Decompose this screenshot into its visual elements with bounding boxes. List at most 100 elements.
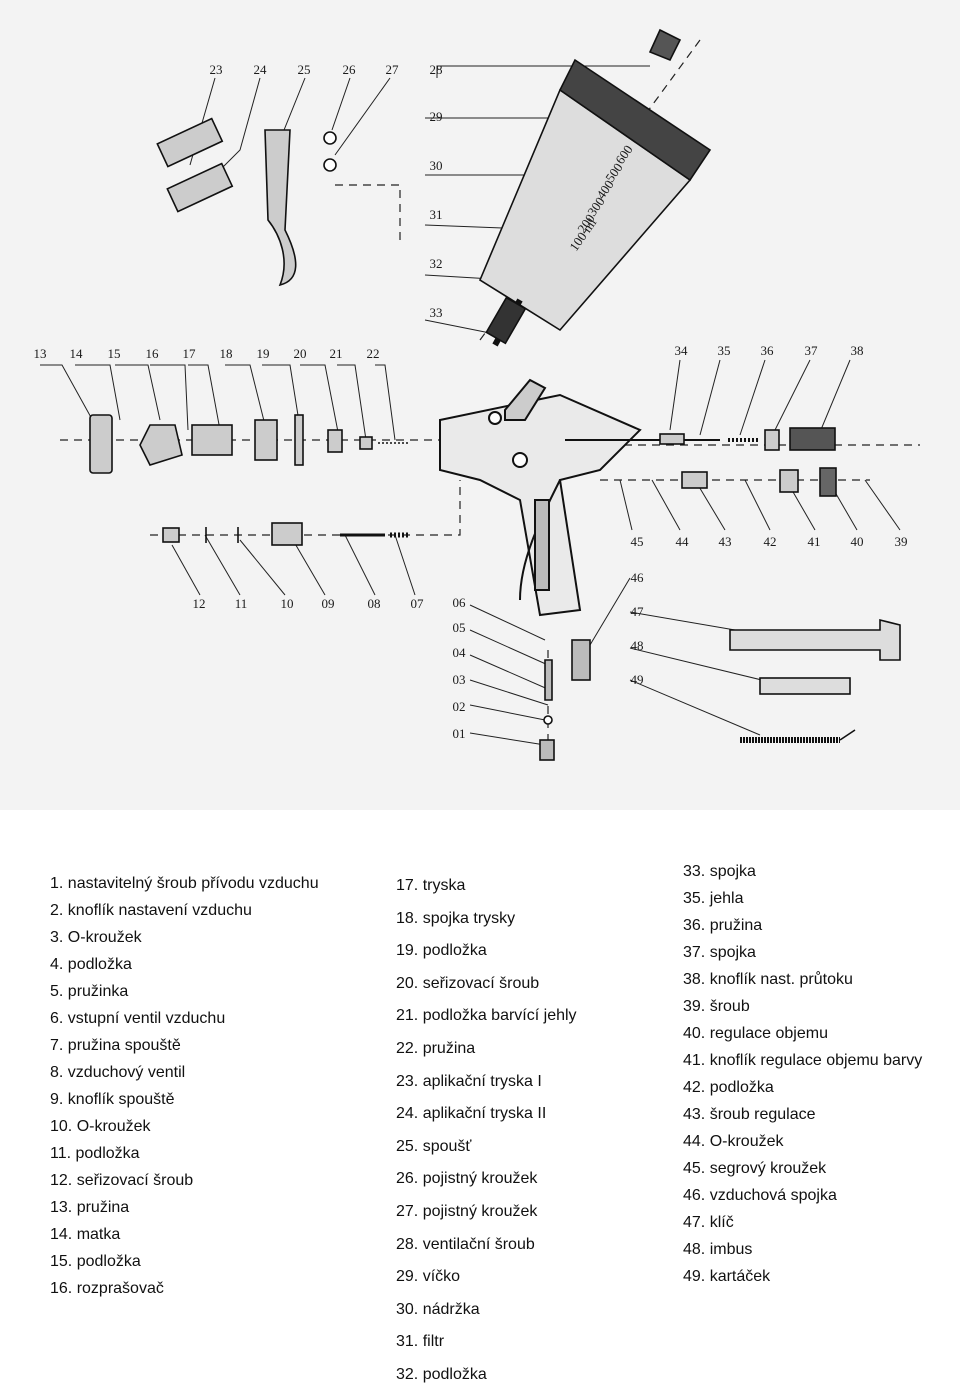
callout-number: 04	[453, 645, 467, 660]
part-list-item: 2. knoflík nastavení vzduchu	[50, 902, 252, 919]
callout-number: 45	[631, 534, 644, 549]
part-list-item: 11. podložka	[50, 1145, 140, 1162]
callout-number: 43	[719, 534, 732, 549]
part-list-item: 24. aplikační tryska II	[396, 1105, 547, 1123]
parts-list-column-3: 33. spojka 35. jehla 36. pružina 37. spojka…	[683, 858, 922, 1290]
part-list-item: 10. O-kroužek	[50, 1118, 151, 1135]
callout-number: 17	[183, 346, 197, 361]
callout-number: 16	[146, 346, 160, 361]
part-list-item: 6. vstupní ventil vzduchu	[50, 1010, 226, 1027]
part-list-item: 26. pojistný kroužek	[396, 1170, 538, 1188]
part-list-item: 35. jehla	[683, 890, 744, 907]
part-list-item: 43. šroub regulace	[683, 1106, 816, 1123]
part-list-item: 1. nastavitelný šroub přívodu vzduchu	[50, 875, 319, 892]
callout-number: 12	[193, 596, 206, 611]
callout-number: 18	[220, 346, 233, 361]
part-list-item: 36. pružina	[683, 917, 763, 934]
callout-number: 15	[108, 346, 121, 361]
callout-number: 41	[808, 534, 821, 549]
part-list-item: 12. seřizovací šroub	[50, 1172, 194, 1189]
callout-number: 22	[367, 346, 380, 361]
part-list-item: 4. podložka	[50, 956, 132, 973]
callout-number: 01	[453, 726, 466, 741]
gun-body	[439, 378, 642, 617]
callout-number: 02	[453, 699, 466, 714]
part-list-item: 27. pojistný kroužek	[396, 1202, 538, 1220]
part-list-item: 45. segrový kroužek	[683, 1160, 827, 1177]
leader-lines	[40, 65, 901, 746]
callout-number: 47	[631, 604, 645, 619]
callout-number: 07	[411, 596, 425, 611]
part-list-item: 17. tryska	[396, 877, 466, 894]
callout-number: 49	[631, 672, 644, 687]
callout-number: 13	[34, 346, 47, 361]
callout-number: 25	[298, 62, 311, 77]
part-list-item: 38. knoflík nast. průtoku	[683, 971, 853, 988]
callout-number: 34	[675, 343, 689, 358]
part-list-item: 48. imbus	[683, 1241, 753, 1258]
part-list-item: 49. kartáček	[683, 1268, 771, 1285]
callout-number: 26	[343, 62, 357, 77]
part-list-item: 22. pružina	[396, 1039, 476, 1057]
part-list-item: 14. matka	[50, 1226, 121, 1243]
part-list-item: 23. aplikační tryska I	[396, 1072, 542, 1090]
callout-number: 24	[254, 62, 268, 77]
part-list-item: 41. knoflík regulace objemu barvy	[683, 1052, 923, 1069]
callout-number: 28	[430, 62, 443, 77]
callout-number: 09	[322, 596, 335, 611]
callout-number: 38	[851, 343, 864, 358]
part-list-item: 25. spoušť	[396, 1137, 472, 1155]
part-list-item: 31. filtr	[396, 1333, 445, 1351]
part-list-item: 44. O-kroužek	[683, 1133, 784, 1150]
needle-parts	[565, 427, 837, 497]
callout-number: 31	[430, 207, 443, 222]
part-list-item: 18. spojka trysky	[396, 909, 516, 927]
part-list-item: 9. knoflík spouště	[50, 1091, 175, 1108]
part-list-item: 3. O-kroužek	[50, 929, 142, 946]
part-list-item: 28. ventilační šroub	[396, 1235, 535, 1253]
callout-number: 08	[368, 596, 381, 611]
part-list-item: 46. vzduchová spojka	[683, 1187, 837, 1204]
callout-number: 05	[453, 620, 466, 635]
part-list-item: 39. šroub	[683, 998, 750, 1015]
callout-number: 37	[805, 343, 819, 358]
nozzle-parts	[89, 414, 408, 474]
part-list-item: 32. podložka	[396, 1365, 487, 1383]
part-list-item: 47. klíč	[683, 1214, 734, 1231]
callout-number: 33	[430, 305, 443, 320]
callout-number: 11	[235, 596, 248, 611]
part-list-item: 30. nádržka	[396, 1300, 480, 1318]
part-list-item: 40. regulace objemu	[683, 1025, 828, 1042]
paint-cup	[478, 28, 712, 347]
callout-number: 27	[386, 62, 400, 77]
callout-number: 06	[453, 595, 467, 610]
callout-number: 46	[631, 570, 645, 585]
air-inlet-parts	[539, 639, 591, 761]
callout-number: 29	[430, 109, 443, 124]
parts-list-column-1: 1. nastavitelný šroub přívodu vzduchu 2. …	[50, 870, 319, 1302]
callout-number: 42	[764, 534, 777, 549]
callout-number: 40	[851, 534, 864, 549]
part-list-item: 7. pružina spouště	[50, 1037, 181, 1054]
callout-number: 30	[430, 158, 443, 173]
callout-number: 36	[761, 343, 775, 358]
callout-number: 19	[257, 346, 270, 361]
part-list-item: 33. spojka	[683, 863, 756, 880]
callout-number: 21	[330, 346, 343, 361]
part-list-item: 29. víčko	[396, 1268, 461, 1286]
part-list-item: 42. podložka	[683, 1079, 774, 1096]
part-list-item: 37. spojka	[683, 944, 756, 961]
trigger-parts	[156, 117, 337, 287]
part-list-item: 8. vzduchový ventil	[50, 1064, 186, 1081]
part-list-item: 13. pružina	[50, 1199, 130, 1216]
callout-number: 23	[210, 62, 223, 77]
part-list-item: 16. rozprašovač	[50, 1280, 164, 1297]
part-list-item: 21. podložka barvící jehly	[396, 1007, 577, 1025]
air-valve-parts	[162, 522, 410, 546]
callout-number: 03	[453, 672, 466, 687]
callout-number: 32	[430, 256, 443, 271]
tools	[729, 618, 901, 743]
callout-number: 20	[294, 346, 307, 361]
